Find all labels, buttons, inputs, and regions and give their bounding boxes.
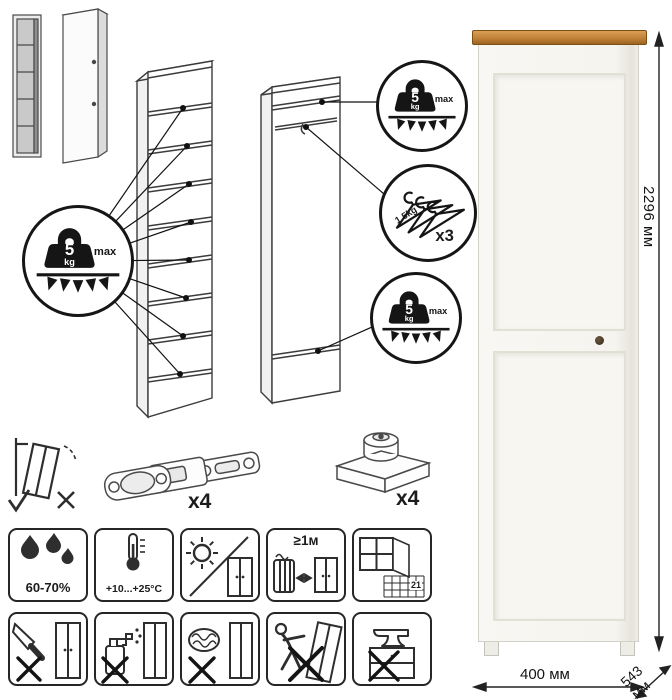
care-box-no-pushing: [266, 612, 346, 686]
cross-mark-icon: [368, 650, 400, 682]
thumbnail-cabinet-white-icon: [61, 7, 109, 164]
wardrobe-leg-right: [620, 642, 635, 656]
weight-max-label: max: [428, 305, 448, 316]
care-box-sunlight: [180, 528, 260, 602]
open-window-icon: [359, 536, 425, 598]
distance-label: ≥1м: [293, 533, 319, 548]
weight-limit-badge-shelves: 5 kg max: [22, 205, 134, 317]
anvil-icon: [373, 629, 409, 647]
kettlebell-icon: [382, 291, 450, 344]
hanger-count-label: x3: [435, 225, 454, 245]
humidity-label: 60-70%: [25, 580, 71, 595]
dimension-arrows: [471, 30, 672, 700]
kettlebell-icon: [36, 228, 120, 293]
wardrobe-render: [478, 45, 639, 642]
height-dimension-label: 2296 мм: [640, 186, 657, 248]
care-box-humidity: 60-70%: [8, 528, 88, 602]
door-panel-upper: [493, 73, 626, 331]
sunlight-warning-icon: [186, 536, 253, 597]
care-box-no-abrasives: [180, 612, 260, 686]
down-arrows-icon: [391, 330, 441, 344]
callout-dots-shelves: [177, 105, 194, 377]
callout-dots-hanging: [303, 99, 325, 354]
no-pushing-icon: [274, 621, 343, 684]
wardrobe-wood-top: [472, 30, 647, 45]
door-knob: [595, 336, 604, 345]
down-arrows-icon: [397, 118, 447, 132]
thumbnail-cabinet-gray-icon: [12, 14, 42, 158]
hinge-count-label: x4: [188, 490, 212, 513]
weight-limit-badge-bottom-shelf: 5 kg max: [370, 272, 462, 364]
cross-mark-icon: [188, 656, 216, 684]
weight-value: 5: [64, 240, 75, 260]
temperature-label: +10...+25°C: [105, 583, 163, 595]
weight-value: 5: [405, 301, 413, 317]
heater-distance-icon: [273, 553, 338, 593]
weight-limit-badge-top-shelf: 5 kg max: [376, 60, 468, 152]
weight-unit: kg: [64, 256, 75, 267]
thermometer-icon: [126, 533, 145, 571]
hanging-cabinet-diagram: [260, 76, 341, 405]
weight-max-label: max: [434, 93, 454, 104]
hinge-icon: [103, 451, 261, 501]
wardrobe-leg-left: [484, 642, 499, 656]
cross-mark-icon: [288, 646, 324, 682]
kettlebell-icon: [388, 79, 456, 132]
no-spray-icon: [101, 622, 167, 684]
care-box-ventilation: 21: [352, 528, 432, 602]
width-dimension-label: 400 мм: [520, 666, 570, 683]
care-box-temperature: +10...+25°C: [94, 528, 174, 602]
ventilation-number: 21: [410, 580, 423, 590]
foot-icon: [334, 432, 432, 494]
shelf-cabinet-diagram: [134, 59, 215, 419]
care-box-no-sharp-objects: [8, 612, 88, 686]
weight-value: 5: [411, 89, 419, 105]
hanger-capacity-badge: 1.5kg x3: [379, 164, 477, 262]
care-box-no-spray: [94, 612, 174, 686]
no-abrasive-pad-icon: [188, 622, 253, 684]
droplets-icon: [21, 533, 74, 564]
foot-count-label: x4: [396, 487, 420, 510]
person-icon: [274, 622, 306, 671]
door-panel-lower: [493, 351, 626, 621]
weight-unit: kg: [404, 314, 414, 324]
hangers-icon: [383, 179, 465, 239]
down-arrows-icon: [47, 276, 109, 293]
weight-unit: kg: [410, 102, 420, 112]
care-box-no-heavy-loads: [352, 612, 432, 686]
no-heavy-load-icon: [368, 629, 415, 682]
cross-mark-icon: [16, 656, 42, 682]
care-box-heat-distance: ≥1м: [266, 528, 346, 602]
anti-tip-warning-icon: [7, 438, 77, 513]
no-knife-icon: [11, 622, 81, 682]
weight-max-label: max: [93, 246, 117, 259]
cross-mark-icon: [101, 656, 129, 684]
